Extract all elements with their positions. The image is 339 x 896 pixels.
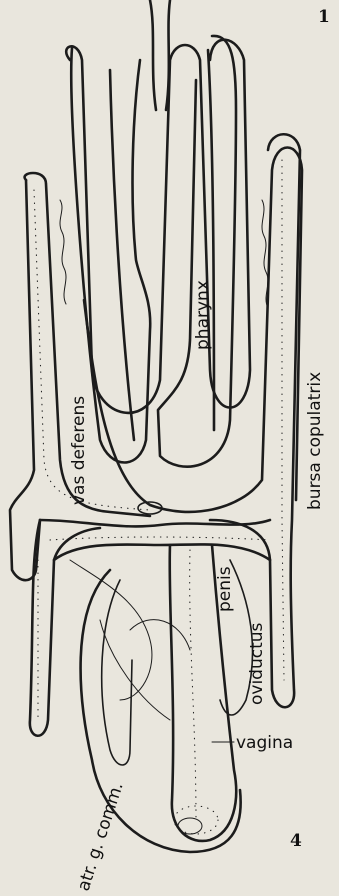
transverse-duct-lower bbox=[54, 544, 270, 560]
internal-loop-c bbox=[100, 620, 170, 720]
label-bursa-copulatrix: bursa copulatrix bbox=[305, 372, 325, 510]
label-vas-deferens: vas deferens bbox=[69, 396, 89, 505]
pharynx-stem bbox=[150, 0, 170, 110]
label-pharynx: pharynx bbox=[193, 280, 213, 350]
pharynx-outer-wall bbox=[66, 40, 250, 413]
penis-vagina-dots bbox=[190, 550, 196, 820]
bursa-copulatrix-dots bbox=[282, 160, 284, 680]
panel-number-bottom: 4 bbox=[290, 831, 302, 851]
internal-loop-b bbox=[130, 620, 190, 650]
bursa-wave bbox=[262, 200, 268, 308]
pharynx-inner-left bbox=[110, 70, 134, 440]
vas-deferens-outer bbox=[10, 180, 40, 580]
transverse-duct-dots bbox=[50, 537, 270, 540]
label-penis: penis bbox=[215, 566, 235, 612]
panel-number-top: 1 bbox=[318, 7, 330, 27]
label-oviductus: oviductus bbox=[247, 622, 267, 705]
vagina-tip-inner bbox=[178, 818, 202, 834]
label-vagina: vagina bbox=[236, 733, 293, 753]
atrium-inner-wall bbox=[102, 580, 132, 765]
label-atr-g-comm: atr. g. comm. bbox=[74, 780, 128, 894]
vas-deferens-wave bbox=[60, 200, 66, 304]
bursa-copulatrix-duct bbox=[210, 134, 300, 707]
